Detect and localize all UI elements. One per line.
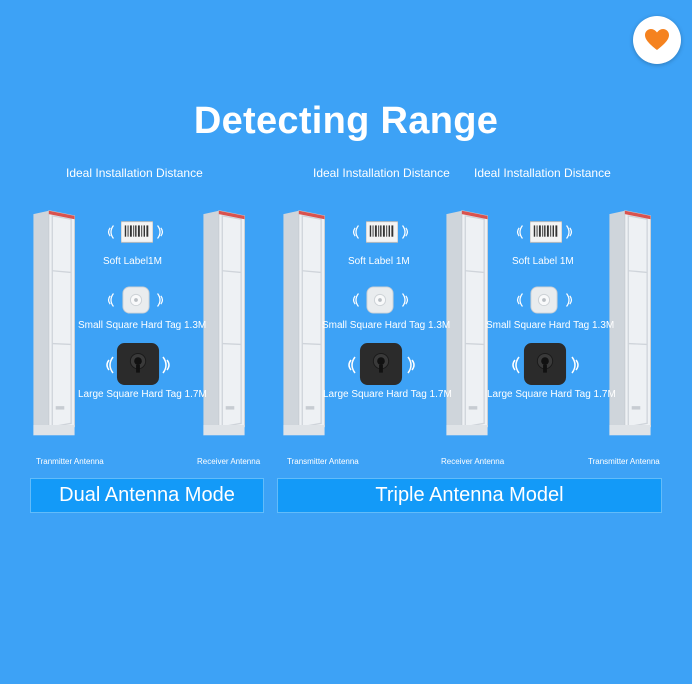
antenna-gate-icon (30, 192, 78, 454)
small-tag-text: Small Square Hard Tag 1.3M (78, 320, 207, 331)
small-hard-tag-icon (366, 286, 394, 314)
installation-distance-label-1: Ideal Installation Distance (66, 166, 203, 180)
large-hard-tag-icon (359, 341, 403, 387)
large-hard-tag-icon (523, 341, 567, 387)
small-hard-tag-icon (530, 286, 558, 314)
signal-wave-icon (405, 354, 417, 376)
transmitter-antenna-label: Tranmitter Antenna (36, 457, 104, 466)
signal-wave-icon (351, 223, 361, 241)
dual-antenna-mode-label: Dual Antenna Mode (30, 478, 264, 513)
large-tag-text: Large Square Hard Tag 1.7M (487, 389, 616, 400)
receiver-antenna-label: Receiver Antenna (441, 457, 505, 466)
small-tag-text: Small Square Hard Tag 1.3M (322, 320, 451, 331)
heart-icon (645, 29, 669, 50)
transmitter-antenna-label: Transmitter Antenna (588, 457, 660, 466)
triple-antenna-mode-label: Triple Antenna Model (277, 478, 662, 513)
barcode-label-icon (366, 221, 398, 243)
large-hard-tag-icon (116, 341, 160, 387)
favorite-button[interactable] (633, 16, 681, 64)
signal-wave-icon (106, 223, 116, 241)
transmitter-antenna-label: Transmitter Antenna (287, 457, 359, 466)
signal-wave-icon (515, 223, 525, 241)
signal-wave-icon (155, 223, 165, 241)
signal-wave-icon (510, 354, 522, 376)
antenna-gate-icon (200, 192, 248, 454)
large-tag-text: Large Square Hard Tag 1.7M (323, 389, 452, 400)
signal-wave-icon (564, 291, 574, 309)
signal-wave-icon (569, 354, 581, 376)
soft-label-text: Soft Label1M (103, 256, 162, 267)
signal-wave-icon (155, 291, 165, 309)
small-tag-text: Small Square Hard Tag 1.3M (486, 320, 615, 331)
soft-label-text: Soft Label 1M (512, 256, 574, 267)
antenna-gate-icon (280, 192, 328, 454)
signal-wave-icon (346, 354, 358, 376)
signal-wave-icon (160, 354, 172, 376)
small-hard-tag-icon (122, 286, 150, 314)
barcode-label-icon (530, 221, 562, 243)
receiver-antenna-label: Receiver Antenna (197, 457, 261, 466)
page-title: Detecting Range (193, 100, 499, 142)
installation-distance-label-3: Ideal Installation Distance (474, 166, 611, 180)
installation-distance-label-2: Ideal Installation Distance (313, 166, 450, 180)
signal-wave-icon (515, 291, 525, 309)
signal-wave-icon (400, 291, 410, 309)
barcode-label-icon (121, 221, 153, 243)
signal-wave-icon (400, 223, 410, 241)
signal-wave-icon (564, 223, 574, 241)
signal-wave-icon (351, 291, 361, 309)
signal-wave-icon (106, 291, 116, 309)
signal-wave-icon (104, 354, 116, 376)
soft-label-text: Soft Label 1M (348, 256, 410, 267)
large-tag-text: Large Square Hard Tag 1.7M (78, 389, 207, 400)
